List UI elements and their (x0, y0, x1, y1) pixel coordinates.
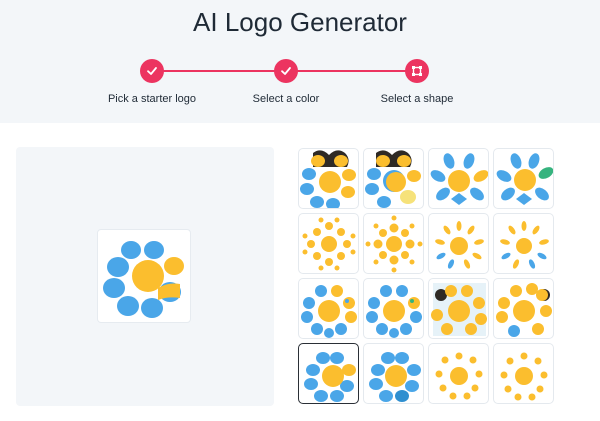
logo-option-12[interactable] (493, 278, 554, 339)
logo-option-2[interactable] (363, 148, 424, 209)
logo-option-3[interactable] (428, 148, 489, 209)
flower-logo-preview (103, 241, 184, 318)
step-3-label: Select a shape (380, 93, 454, 105)
logo-option-10[interactable] (363, 278, 424, 339)
step-3-indicator[interactable] (405, 59, 429, 83)
stepper-connector-1 (152, 70, 285, 72)
logo-option-9[interactable] (298, 278, 359, 339)
flower-logo-icon (365, 150, 421, 208)
flower-logo-icon (300, 150, 356, 208)
sun-logo-icon (435, 352, 483, 400)
logo-option-4[interactable] (493, 148, 554, 209)
sun-logo-icon (435, 221, 484, 269)
logo-option-13[interactable] (298, 343, 359, 404)
flower-logo-icon (430, 153, 488, 205)
sun-logo-icon (365, 215, 423, 273)
logo-option-1[interactable] (298, 148, 359, 209)
logo-option-8[interactable] (493, 213, 554, 274)
step-2-indicator[interactable] (274, 59, 298, 83)
shape-icon (412, 66, 422, 76)
logo-option-15[interactable] (428, 343, 489, 404)
page-title: AI Logo Generator (193, 7, 407, 37)
flower-logo-icon (496, 283, 552, 337)
step-1-label: Pick a starter logo (107, 93, 197, 105)
flower-logo-icon (366, 285, 422, 338)
logo-option-6[interactable] (363, 213, 424, 274)
flower-logo-icon (369, 352, 421, 402)
flower-logo-icon (301, 285, 357, 338)
sun-logo-icon (500, 221, 549, 269)
flower-logo-icon (496, 153, 553, 205)
logo-options-grid (296, 146, 556, 408)
header-banner (0, 0, 600, 123)
stepper: Pick a starter logo Select a color Selec… (0, 0, 600, 123)
logo-option-11[interactable] (428, 278, 489, 339)
stepper-connector-2 (286, 70, 417, 72)
logo-option-14[interactable] (363, 343, 424, 404)
logo-option-7[interactable] (428, 213, 489, 274)
flower-logo-icon (304, 352, 356, 402)
sun-logo-icon (500, 352, 548, 401)
logo-option-16[interactable] (493, 343, 554, 404)
check-icon (147, 67, 157, 75)
step-1-indicator[interactable] (140, 59, 164, 83)
logo-preview (97, 229, 191, 323)
flower-logo-icon (431, 283, 487, 336)
check-icon (281, 67, 291, 75)
step-2-label: Select a color (252, 93, 320, 105)
logo-option-5[interactable] (298, 213, 359, 274)
sun-logo-icon (302, 217, 356, 271)
